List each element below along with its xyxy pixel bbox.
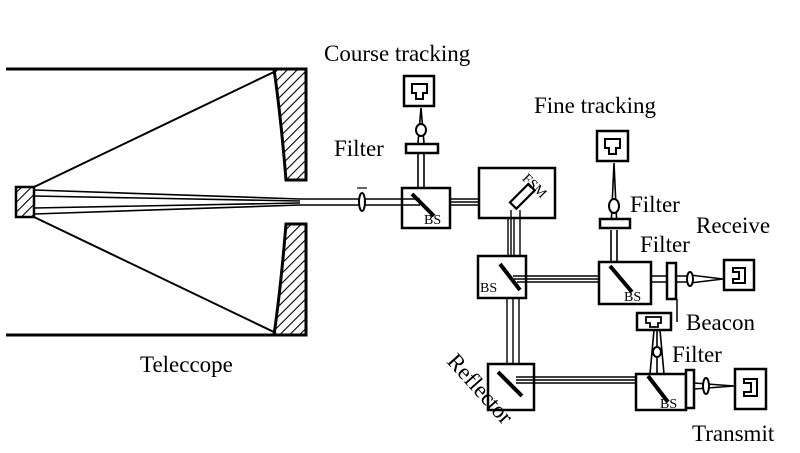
- transmit-source: [733, 367, 768, 411]
- bs3-label: BS: [624, 290, 641, 305]
- beam-to-bs1: [364, 198, 403, 206]
- receive-detector-group: Receive: [696, 213, 770, 292]
- beacon-label: Beacon: [686, 310, 755, 335]
- course-tracking-label: Course tracking: [324, 41, 471, 66]
- beam-splitter-2: BS: [476, 254, 528, 300]
- cone-ray-top: [33, 70, 277, 188]
- beacon-icon: [645, 316, 662, 328]
- bs4-mirror: [646, 374, 670, 404]
- bs3-mirror: [608, 264, 634, 294]
- fine-detector-icon: [604, 138, 621, 155]
- bs1-label: BS: [424, 213, 441, 228]
- beam-splitter-3: BS: [597, 260, 653, 306]
- transmit-filter-label: Filter: [672, 342, 722, 367]
- transmit-source-group: Transmit: [692, 367, 775, 446]
- bs2-box: [476, 254, 528, 300]
- transmit-label: Transmit: [692, 421, 775, 446]
- bs2-mirror: [498, 262, 522, 292]
- beam-bs2-to-bs3: [513, 275, 600, 283]
- fsm-box: [477, 166, 557, 220]
- course-filter: [404, 142, 440, 155]
- beacon-lens: [652, 346, 662, 358]
- fine-tracking-label: Fine tracking: [534, 93, 656, 118]
- secondary-mirror: [14, 185, 36, 219]
- course-tracking-branch: Course tracking Filter: [324, 41, 471, 188]
- receive-filter-label: Filter: [640, 232, 690, 257]
- beacon-group: Beacon: [635, 299, 755, 335]
- course-filter-label: Filter: [334, 136, 384, 161]
- reflector-mirror: [496, 370, 524, 398]
- beam-reflector-to-bs4: [516, 376, 636, 384]
- beam-splitter-1: BS: [400, 186, 452, 230]
- reflector-group: Reflector: [442, 349, 536, 429]
- fine-tracking-branch: Fine tracking Filter: [534, 93, 680, 264]
- course-lens: [415, 123, 427, 137]
- bs1-mirror: [410, 192, 436, 218]
- bs2-label: BS: [480, 281, 497, 296]
- transmit-filter: [684, 368, 696, 410]
- fine-filter: [598, 217, 632, 230]
- fast-steering-mirror: FSM: [477, 166, 557, 220]
- transmit-lens: [702, 377, 710, 395]
- bs4-label: BS: [660, 397, 677, 412]
- fsm-mirror: [508, 182, 537, 211]
- beam-fsm-to-bs2: [507, 210, 521, 262]
- beam-bs4-to-transmit: [693, 382, 735, 390]
- fine-lens: [608, 198, 620, 214]
- course-detector-icon: [411, 83, 428, 100]
- receive-lens: [686, 271, 694, 287]
- relay-lens: [358, 192, 366, 212]
- transmit-source-icon: [743, 378, 758, 397]
- cone-ray-bottom: [33, 216, 277, 334]
- primary-mirror-upper: [272, 67, 308, 182]
- fine-filter-label: Filter: [630, 192, 680, 217]
- receive-label: Receive: [696, 213, 770, 238]
- receive-filter: [665, 261, 678, 301]
- primary-mirror-lower: [272, 222, 308, 337]
- receive-detector-icon: [732, 267, 746, 284]
- telescope: Teleccope: [6, 67, 360, 377]
- beam-splitter-4: BS: [634, 372, 688, 412]
- telescope-label: Teleccope: [140, 352, 233, 377]
- telescope-output-beam: [33, 189, 360, 215]
- bs1-inner-beam: [402, 198, 420, 206]
